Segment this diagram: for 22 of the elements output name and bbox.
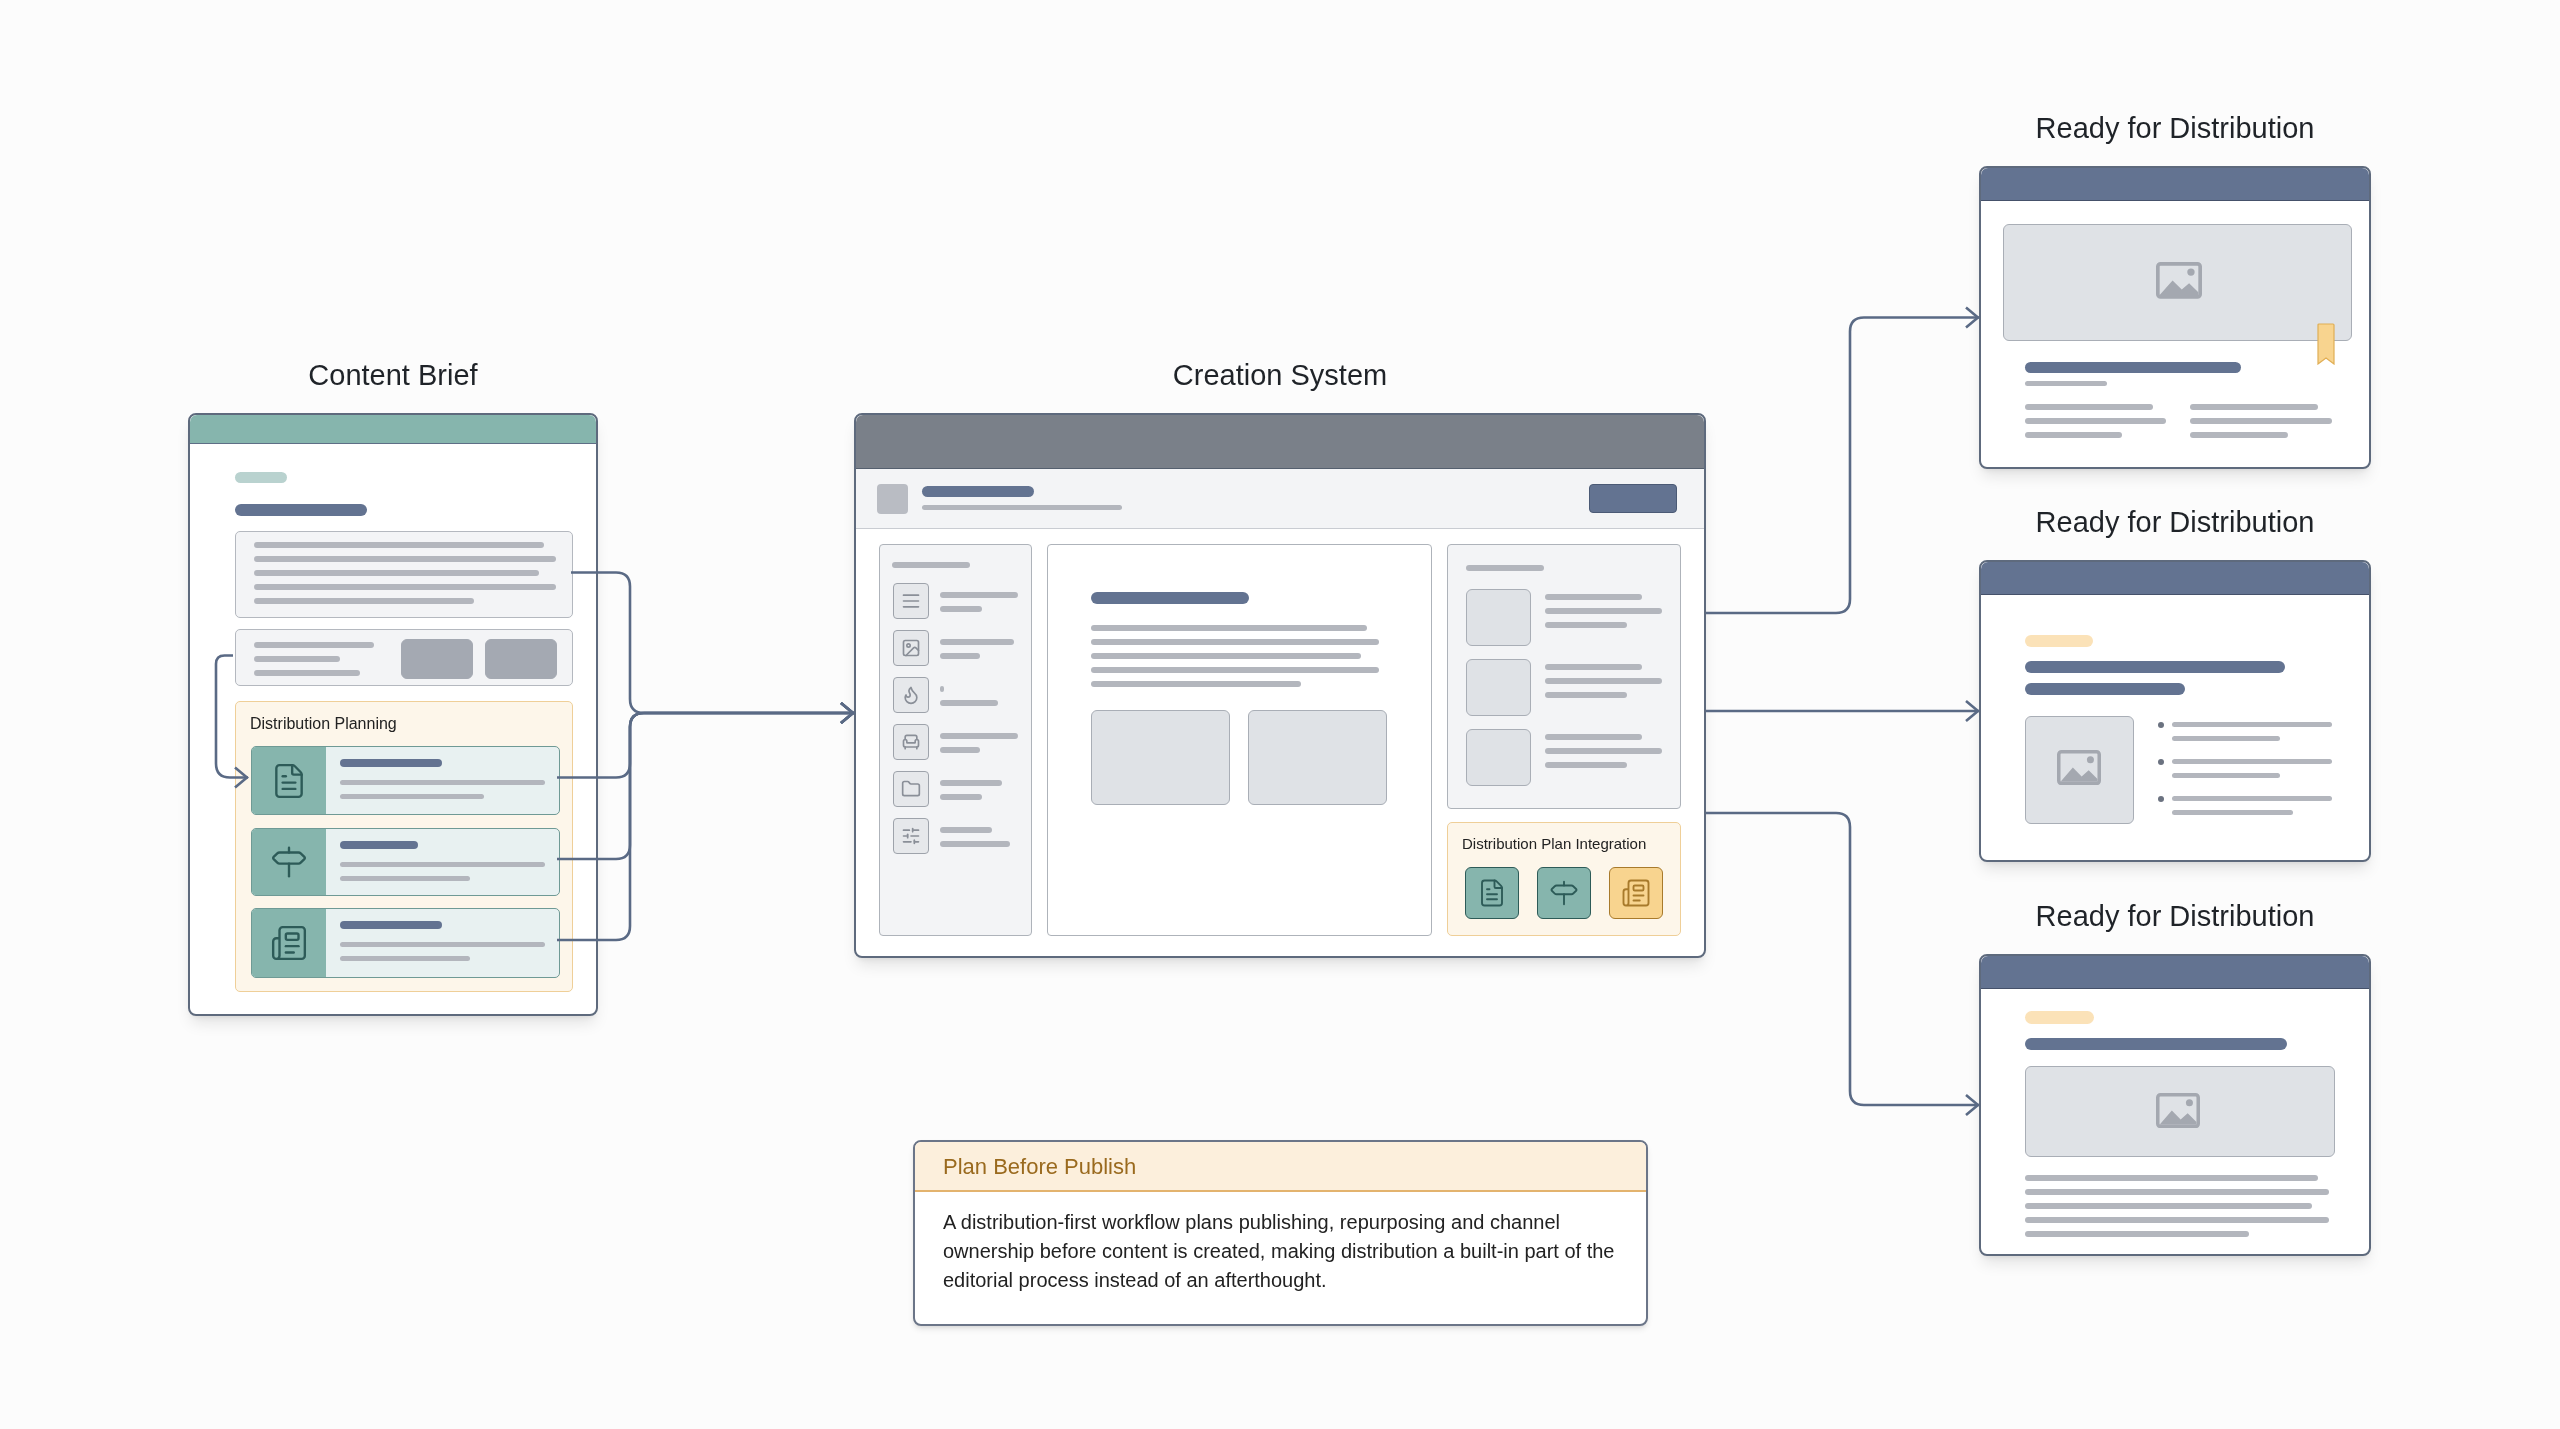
card-title: Ready for Distribution [2035, 899, 2315, 934]
connector-arrow [1706, 699, 1980, 723]
connector-arrow [1706, 306, 1980, 615]
card-title: Content Brief [308, 358, 478, 393]
card-title: Ready for Distribution [2035, 111, 2315, 146]
connector-arrow [557, 701, 855, 942]
note-title: Plan Before Publish [943, 1152, 1137, 1181]
content-block [235, 531, 573, 618]
card-title: Ready for Distribution [2035, 505, 2315, 540]
panel-title: Distribution Plan Integration [1462, 834, 1647, 854]
panel-title: Distribution Planning [250, 714, 397, 734]
note-card [913, 1140, 1648, 1326]
channel-row [251, 746, 560, 815]
note-text: A distribution-first workflow plans publishing, repurposing and channel ownership before content is created, making distribution a built-in part of the editorial process instead of an afterthought. [942, 1210, 1616, 1293]
channel-row [251, 908, 560, 978]
connector-arrow [1706, 811, 1980, 1117]
channel-row [251, 828, 560, 896]
content-block [235, 629, 573, 686]
connector-arrow [214, 654, 249, 789]
planning-panel [235, 701, 573, 992]
planning-panel [1447, 822, 1681, 936]
card-title: Creation System [1172, 358, 1388, 393]
